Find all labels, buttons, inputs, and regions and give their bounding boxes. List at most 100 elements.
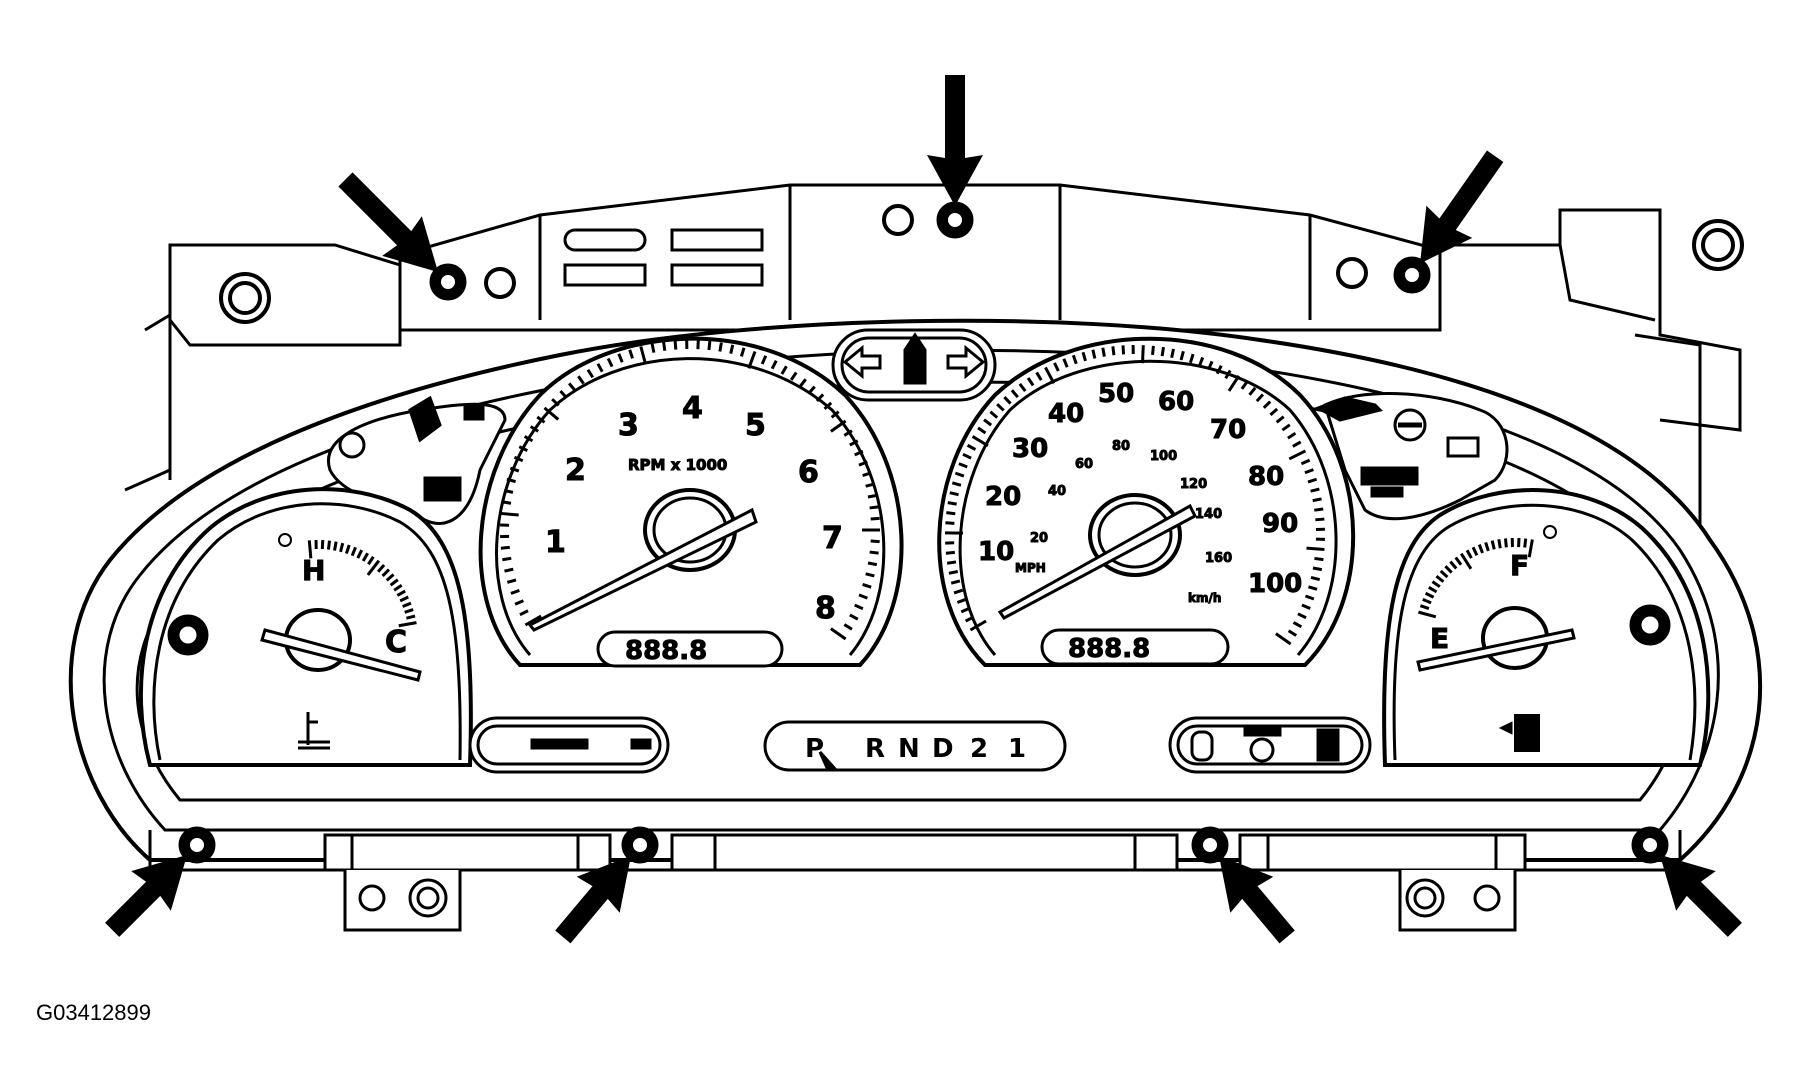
temp-hot-label: H	[302, 554, 325, 587]
tick-mark	[869, 505, 879, 510]
temp-needle	[260, 628, 422, 682]
speedo-mph-number: 10	[978, 537, 1014, 567]
tick-mark	[506, 477, 516, 484]
tick-mark	[1141, 345, 1145, 364]
tick-mark	[869, 550, 879, 555]
tick-mark	[339, 542, 345, 553]
tick-mark	[815, 393, 825, 402]
tick-mark	[1248, 386, 1257, 396]
tick-mark	[760, 355, 768, 365]
speedo-odometer-display: 888.8	[1068, 634, 1150, 664]
tick-mark	[350, 546, 357, 557]
housing-holes	[219, 204, 1744, 324]
tick-mark	[949, 491, 959, 497]
tick-mark	[1044, 366, 1056, 385]
tick-mark	[947, 501, 957, 506]
tick-mark	[1224, 369, 1232, 380]
tick-mark	[1308, 585, 1318, 591]
airbag-icon	[408, 395, 442, 443]
tick-mark	[823, 401, 833, 411]
tach-scale-number: 4	[682, 391, 703, 426]
tick-mark	[1523, 538, 1528, 548]
fuel-pump-icon	[1498, 714, 1540, 752]
tick-mark	[830, 627, 847, 641]
tick-mark	[1454, 556, 1463, 566]
pointer-arrows	[105, 75, 1742, 944]
speedometer: 10 20 30 40 50 60 70 80 90 100 20 40 60 …	[937, 336, 1356, 667]
tick-mark	[1439, 569, 1449, 579]
speedo-mph-number: 30	[1012, 434, 1048, 464]
tick-mark	[945, 550, 955, 555]
tach-scale-number: 2	[565, 453, 586, 488]
tick-mark	[948, 570, 959, 575]
pointer-arrow-icon	[555, 855, 632, 944]
tick-mark	[854, 449, 864, 457]
coolant-temp-icon	[298, 712, 330, 750]
gear-position: R	[865, 734, 885, 764]
tick-mark	[770, 360, 778, 370]
tick-mark	[356, 549, 364, 559]
tick-mark	[964, 615, 975, 623]
warning-lamp-icon	[463, 403, 485, 421]
warning-lamp-icon	[338, 431, 366, 459]
tick-mark	[862, 582, 872, 589]
fuel-pump-icon	[1316, 728, 1340, 762]
tick-mark	[1314, 556, 1324, 562]
pointer-arrow-icon	[1420, 150, 1504, 264]
tick-mark	[1262, 400, 1272, 409]
tick-mark	[307, 540, 313, 559]
tick-mark	[606, 357, 614, 368]
tick-mark	[1053, 362, 1060, 372]
tick-mark	[1227, 375, 1241, 392]
tick-mark	[843, 623, 853, 631]
tick-mark	[399, 595, 409, 603]
tick-mark	[870, 516, 880, 521]
tick-mark	[1215, 365, 1223, 375]
temperature-gauge: H C	[138, 487, 473, 767]
tick-mark	[858, 460, 868, 467]
pointer-arrow-icon	[927, 75, 983, 206]
tach-unit-label: RPM x 1000	[628, 456, 727, 474]
fuel-full-label: F	[1510, 549, 1529, 582]
tick-mark	[707, 340, 712, 351]
tick-mark	[950, 579, 961, 585]
tick-mark	[405, 614, 416, 620]
speedo-mph-number: 50	[1098, 379, 1134, 409]
tick-mark	[958, 462, 968, 469]
tick-mark	[503, 489, 514, 494]
fuel-tick-marks	[1418, 537, 1534, 619]
tick-mark	[1527, 539, 1534, 558]
tick-mark	[1275, 632, 1292, 646]
tick-mark	[971, 435, 989, 448]
temp-tick-marks	[307, 539, 417, 628]
tick-mark	[1312, 566, 1323, 572]
tick-mark	[1281, 423, 1291, 432]
tick-mark	[1307, 477, 1318, 484]
tick-mark	[830, 419, 847, 433]
gear-selector: P R N D 2 1	[763, 720, 1067, 772]
tick-mark	[1424, 591, 1435, 599]
tick-mark	[551, 398, 560, 407]
tick-mark	[1314, 507, 1324, 512]
gear-position: N	[898, 734, 920, 764]
speedo-mph-label: MPH	[1015, 561, 1046, 575]
tick-mark	[333, 541, 338, 551]
tick-mark	[1300, 458, 1311, 466]
speedo-kmh-number: 20	[1030, 531, 1048, 546]
tick-mark	[1026, 377, 1035, 387]
tick-mark	[1091, 349, 1097, 359]
tick-mark	[1275, 415, 1285, 424]
tick-mark	[509, 466, 520, 473]
pointer-arrow-icon	[105, 854, 188, 937]
tick-mark	[946, 560, 957, 565]
tick-mark	[506, 578, 517, 584]
tick-mark	[951, 481, 962, 487]
bottom-rail	[148, 830, 1682, 932]
tick-mark	[396, 589, 406, 597]
oil-can-icon	[1314, 396, 1383, 422]
tick-mark	[510, 589, 520, 595]
tick-mark	[867, 561, 878, 567]
gear-position: 1	[1008, 734, 1026, 764]
tick-mark	[1428, 586, 1438, 594]
tick-mark	[977, 426, 987, 435]
